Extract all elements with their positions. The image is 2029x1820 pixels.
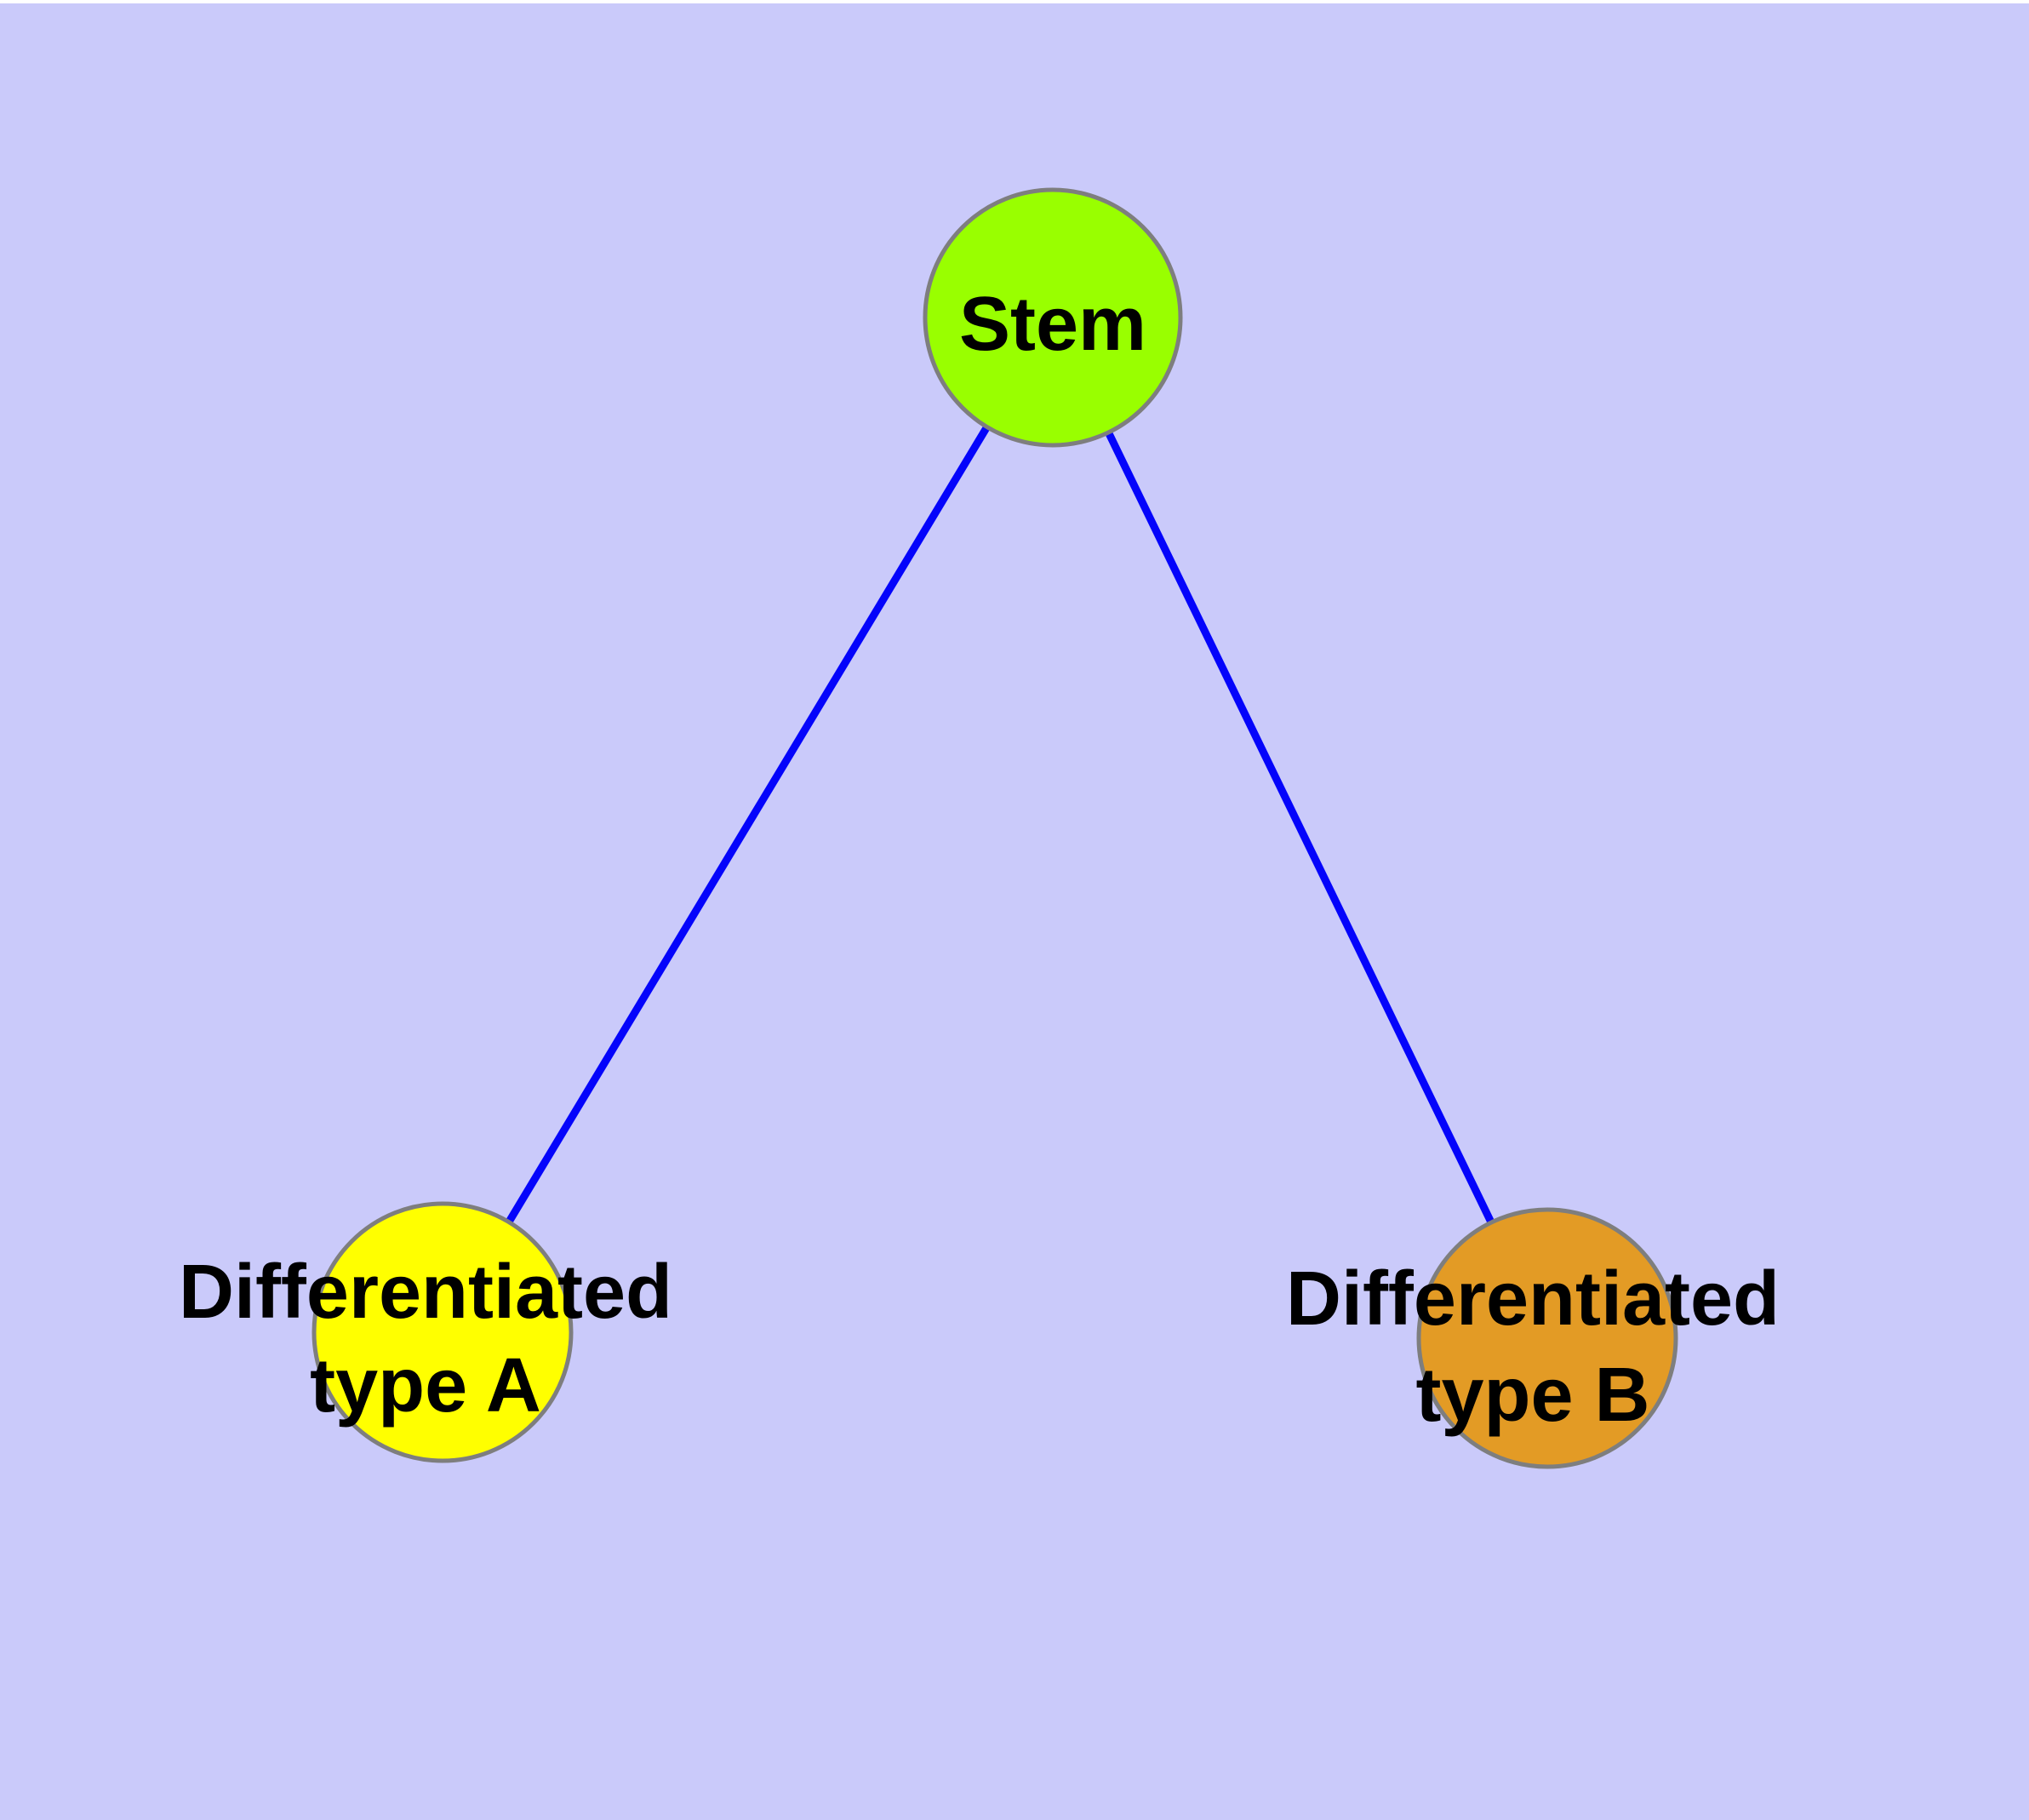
node-differentiated-type-a-label-line2: type A	[310, 1343, 541, 1428]
node-stem	[923, 187, 1183, 448]
node-differentiated-type-b-label-line2: type B	[1415, 1353, 1649, 1438]
node-differentiated-type-b-label-line1: Differentiated	[1286, 1256, 1780, 1342]
top-border-strip	[0, 0, 2029, 3]
node-differentiated-type-a-label-line1: Differentiated	[179, 1250, 672, 1335]
edge-stem-to-type-b	[1049, 316, 1552, 1340]
edge-stem-to-type-a	[439, 315, 1056, 1335]
node-differentiated-type-b	[1416, 1207, 1678, 1469]
node-differentiated-type-a	[311, 1201, 574, 1463]
node-stem-label: Stem	[959, 282, 1146, 367]
